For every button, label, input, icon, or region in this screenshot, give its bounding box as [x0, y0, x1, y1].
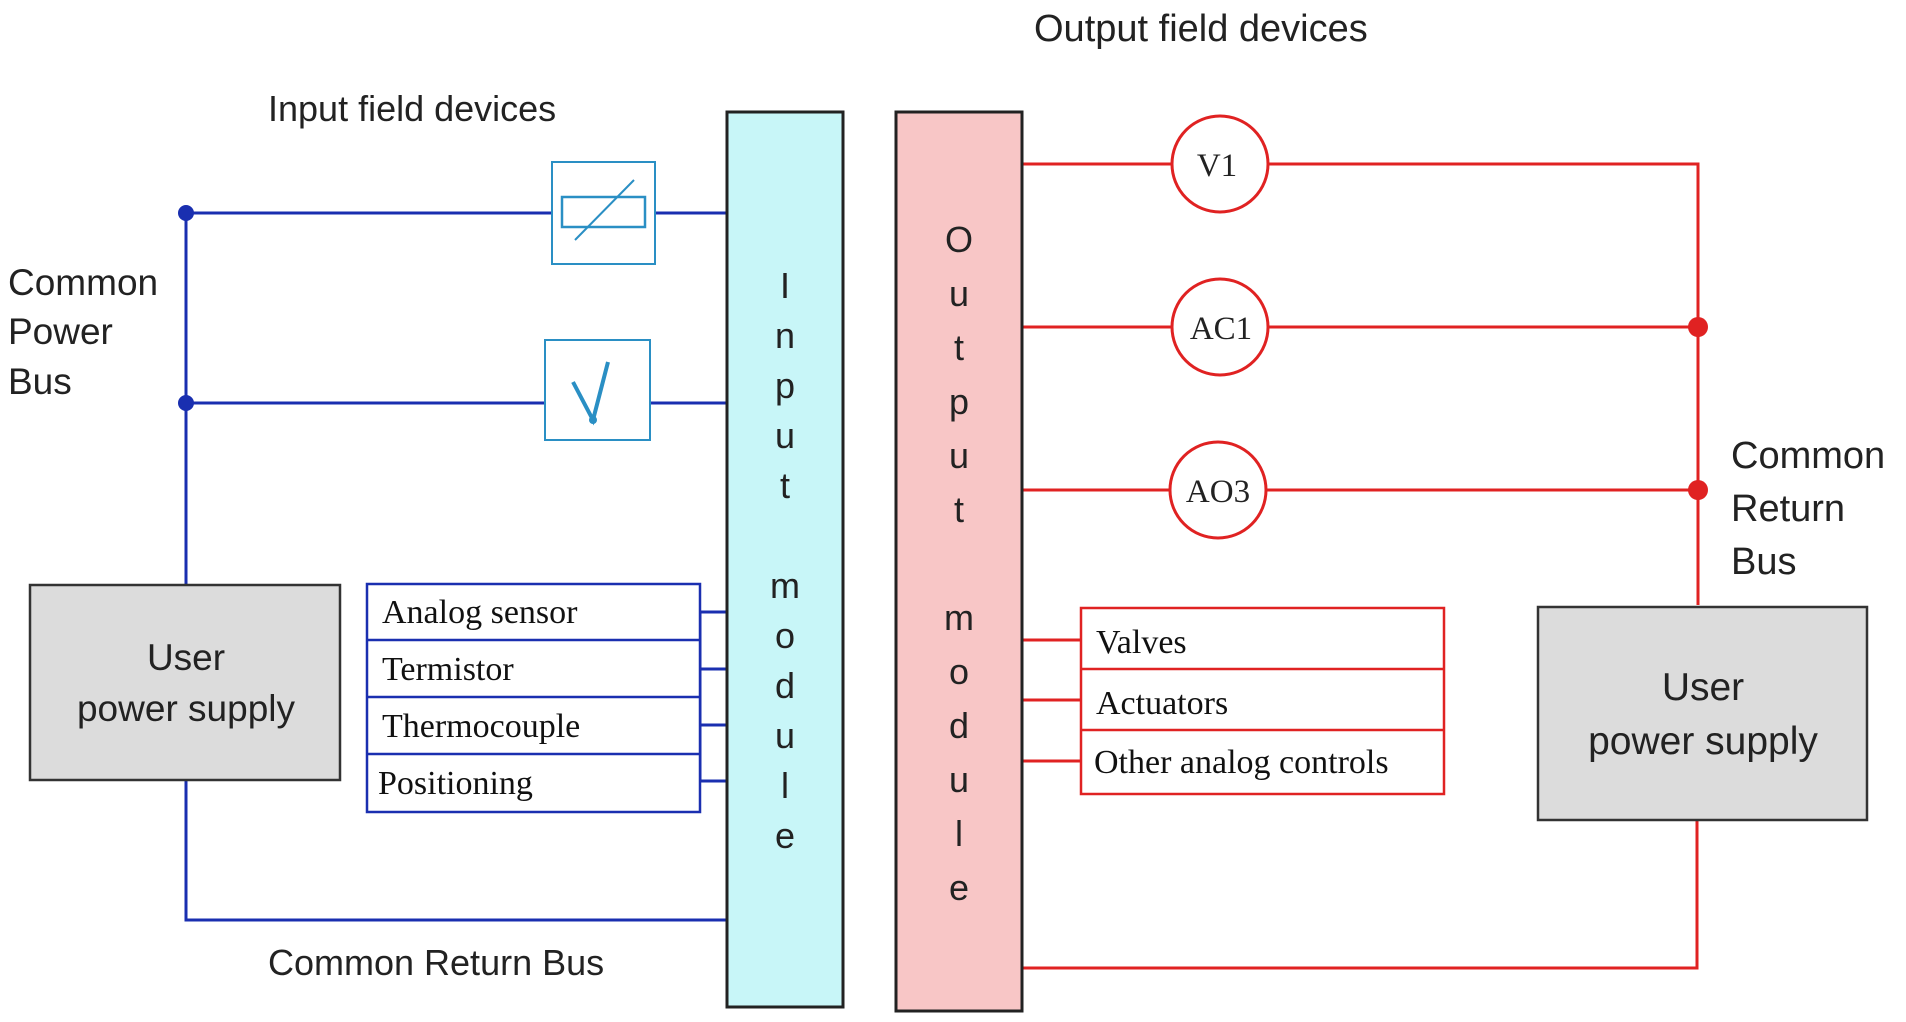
output-common-return-bus-label-1: Common	[1731, 435, 1885, 477]
input-power-supply-box	[28, 583, 342, 782]
sensor-analog: Analog sensor	[382, 594, 578, 631]
input-module	[725, 110, 845, 1009]
output-wiring	[1023, 162, 1700, 970]
thermistor-icon	[551, 161, 656, 265]
common-power-bus-label-3: Bus	[8, 361, 72, 402]
input-wiring	[184, 211, 727, 922]
control-other-analog: Other analog controls	[1094, 744, 1389, 781]
output-power-supply-label-1: User	[1662, 666, 1744, 709]
power-bus-junction-mid	[178, 395, 194, 411]
wire-v1-to-return	[1268, 162, 1700, 605]
device-ac1	[1170, 277, 1270, 377]
return-bus-junction-ao3	[1688, 480, 1708, 500]
controls-table	[1079, 606, 1446, 796]
input-power-supply-label-2: power supply	[77, 688, 296, 729]
output-module	[894, 110, 1024, 1013]
device-ac1-label: AC1	[1190, 311, 1252, 347]
output-power-supply-box	[1536, 605, 1869, 822]
device-ao3-label: AO3	[1186, 474, 1250, 510]
power-bus-junction-top	[178, 205, 194, 221]
control-actuators: Actuators	[1096, 685, 1228, 722]
device-v1	[1170, 114, 1270, 214]
device-v1-label: V1	[1197, 148, 1237, 184]
common-power-bus-label-1: Common	[8, 262, 158, 303]
sensor-table	[365, 582, 702, 814]
input-common-return-bus-label: Common Return Bus	[268, 942, 604, 983]
control-valves: Valves	[1096, 624, 1187, 661]
switch-icon	[544, 339, 651, 441]
sensor-termistor: Termistor	[382, 651, 514, 688]
output-common-return-bus-label-2: Return	[1731, 488, 1845, 530]
return-bus-junction-ac1	[1688, 317, 1708, 337]
input-return-bus-wire	[184, 780, 727, 922]
common-power-bus-label-2: Power	[8, 311, 113, 352]
input-power-supply-label-1: User	[147, 637, 225, 678]
input-field-devices-heading: Input field devices	[268, 88, 556, 129]
sensor-thermocouple: Thermocouple	[382, 708, 580, 745]
output-return-bus-wire	[1023, 820, 1699, 970]
output-power-supply-label-2: power supply	[1588, 720, 1818, 763]
sensor-positioning: Positioning	[378, 765, 533, 802]
output-common-return-bus-label-3: Bus	[1731, 541, 1796, 583]
output-field-devices-heading: Output field devices	[1034, 8, 1368, 50]
device-ao3	[1168, 440, 1268, 540]
